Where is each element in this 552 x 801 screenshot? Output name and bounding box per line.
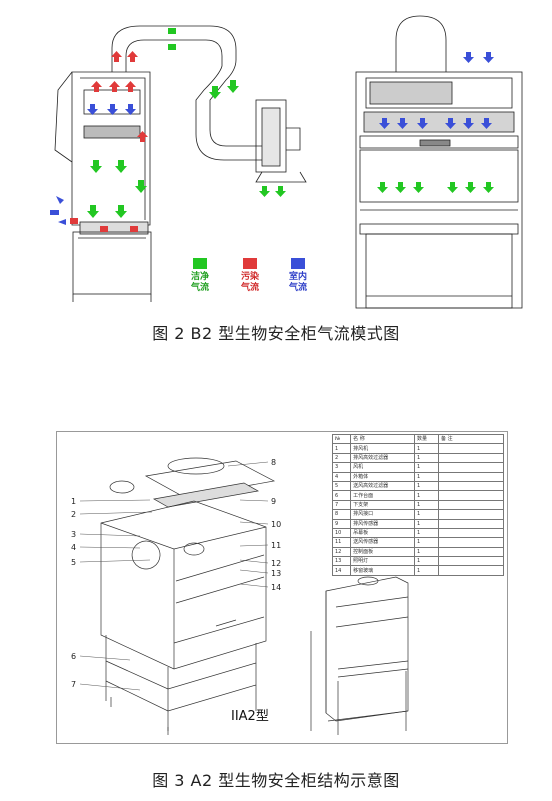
callout-12: 12 xyxy=(271,559,282,568)
legend-swatch-room xyxy=(291,258,305,269)
callout-9: 9 xyxy=(271,497,277,506)
callout-7: 7 xyxy=(71,680,77,689)
callout-1: 1 xyxy=(71,497,77,506)
callout-8: 8 xyxy=(271,458,277,467)
callout-5: 5 xyxy=(71,558,77,567)
figure3-caption: 图 3 A2 型生物安全柜结构示意图 xyxy=(152,771,400,790)
figure3-frame xyxy=(56,431,508,744)
figure2-drawing xyxy=(50,15,523,309)
callout-11: 11 xyxy=(271,541,282,550)
legend-swatch-clean xyxy=(193,258,207,269)
callout-10: 10 xyxy=(271,520,282,529)
callout-6: 6 xyxy=(71,652,77,661)
callout-14: 14 xyxy=(271,583,282,592)
legend-label-room: 室内 气流 xyxy=(288,272,307,293)
table-cell: 14 xyxy=(331,565,352,576)
table-cell xyxy=(438,565,504,576)
legend-swatch-contaminated xyxy=(243,258,257,269)
callout-4: 4 xyxy=(71,543,77,552)
model-label: IIA2型 xyxy=(231,709,269,724)
legend-label-clean: 洁净 气流 xyxy=(190,272,209,293)
callout-13: 13 xyxy=(271,569,282,578)
callout-3: 3 xyxy=(71,530,77,539)
figure3-drawing xyxy=(100,457,409,735)
figure2-caption: 图 2 B2 型生物安全柜气流模式图 xyxy=(152,324,400,343)
callout-2: 2 xyxy=(71,510,77,519)
legend-label-contaminated: 污染 气流 xyxy=(240,272,259,293)
